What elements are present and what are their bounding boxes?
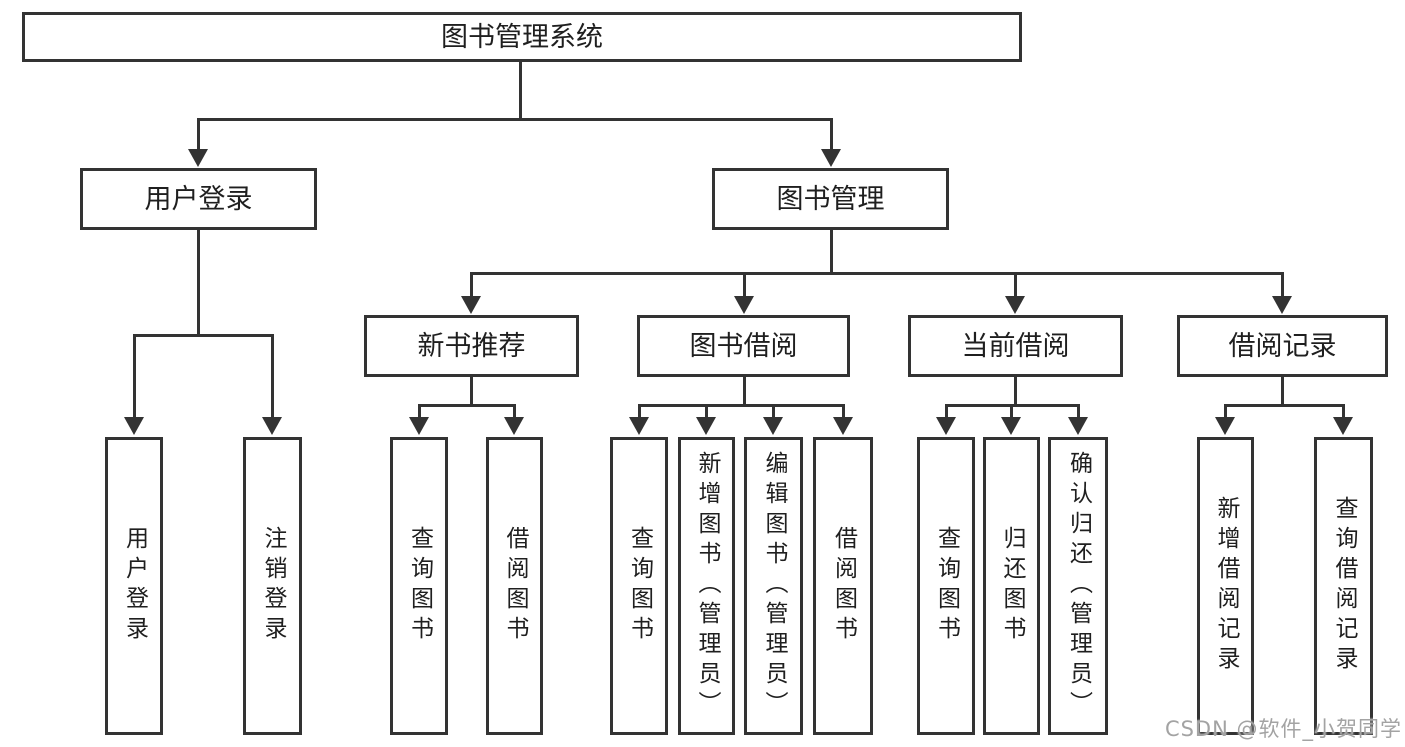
connector-recommend-hline xyxy=(419,404,516,407)
leaf-add-book-admin: 新增图书（管理员） xyxy=(678,437,735,735)
connector-bookmgmt-stem xyxy=(830,230,833,275)
connector-drop xyxy=(772,404,775,419)
leaf-query-book-current: 查询图书 xyxy=(917,437,975,735)
connector-drop xyxy=(271,334,274,418)
node-book-management-branch: 图书管理 xyxy=(712,168,949,230)
connector-drop xyxy=(513,404,516,419)
connector-drop xyxy=(830,118,833,149)
leaf-user-login: 用户登录 xyxy=(105,437,163,735)
leaf-query-borrow-record: 查询借阅记录 xyxy=(1314,437,1373,735)
connector-drop xyxy=(1281,272,1284,298)
node-label: 借阅记录 xyxy=(1228,330,1337,362)
leaf-query-book-recommend: 查询图书 xyxy=(390,437,448,735)
connector-bookborrow-hline xyxy=(639,404,845,407)
connector-drop xyxy=(470,272,473,298)
connector-drop xyxy=(945,404,948,419)
connector-currentborrow-hline xyxy=(946,404,1080,407)
leaf-logout: 注销登录 xyxy=(243,437,302,735)
arrow-down-icon xyxy=(821,149,841,167)
connector-drop xyxy=(1224,404,1227,419)
leaf-edit-book-admin: 编辑图书（管理员） xyxy=(744,437,803,735)
connector-drop xyxy=(1014,272,1017,298)
arrow-down-icon xyxy=(696,417,716,435)
connector-currentborrow-stem xyxy=(1014,377,1017,407)
arrow-down-icon xyxy=(262,417,282,435)
connector-borrowrecord-hline xyxy=(1225,404,1345,407)
node-new-book-recommend: 新书推荐 xyxy=(364,315,579,377)
arrow-down-icon xyxy=(1272,296,1292,314)
arrow-down-icon xyxy=(504,417,524,435)
connector-recommend-stem xyxy=(470,377,473,407)
arrow-down-icon xyxy=(629,417,649,435)
node-current-borrow: 当前借阅 xyxy=(908,315,1123,377)
arrow-down-icon xyxy=(188,149,208,167)
arrow-down-icon xyxy=(734,296,754,314)
arrow-down-icon xyxy=(1005,296,1025,314)
connector-drop xyxy=(705,404,708,419)
connector-drop xyxy=(197,118,200,149)
leaf-confirm-return-admin: 确认归还（管理员） xyxy=(1048,437,1108,735)
node-user-login-branch: 用户登录 xyxy=(80,168,317,230)
leaf-return-book: 归还图书 xyxy=(983,437,1040,735)
node-label: 图书管理系统 xyxy=(441,21,603,53)
connector-drop xyxy=(1010,404,1013,419)
node-label: 图书借阅 xyxy=(689,330,798,362)
node-label: 当前借阅 xyxy=(961,330,1070,362)
connector-drop xyxy=(743,272,746,298)
connector-borrowrecord-stem xyxy=(1281,377,1284,407)
csdn-watermark: CSDN @软件_小贺同学 xyxy=(1164,717,1402,741)
arrow-down-icon xyxy=(409,417,429,435)
connector-drop xyxy=(418,404,421,419)
connector-drop xyxy=(1342,404,1345,419)
leaf-query-book-borrow: 查询图书 xyxy=(610,437,668,735)
arrow-down-icon xyxy=(763,417,783,435)
connector-bookborrow-stem xyxy=(743,377,746,407)
connector-root-stem xyxy=(519,62,522,120)
arrow-down-icon xyxy=(936,417,956,435)
connector-drop xyxy=(133,334,136,418)
node-book-borrow: 图书借阅 xyxy=(637,315,850,377)
node-borrow-record: 借阅记录 xyxy=(1177,315,1388,377)
node-root-system: 图书管理系统 xyxy=(22,12,1022,62)
arrow-down-icon xyxy=(1068,417,1088,435)
node-label: 图书管理 xyxy=(776,183,885,215)
connector-root-hline xyxy=(197,118,833,121)
connector-userlogin-stem xyxy=(197,230,200,337)
leaf-borrow-book: 借阅图书 xyxy=(813,437,873,735)
connector-userlogin-hline xyxy=(133,334,274,337)
connector-drop xyxy=(638,404,641,419)
node-label: 用户登录 xyxy=(144,183,253,215)
arrow-down-icon xyxy=(461,296,481,314)
leaf-add-borrow-record: 新增借阅记录 xyxy=(1197,437,1254,735)
arrow-down-icon xyxy=(1333,417,1353,435)
arrow-down-icon xyxy=(833,417,853,435)
leaf-borrow-book-recommend: 借阅图书 xyxy=(486,437,543,735)
arrow-down-icon xyxy=(1215,417,1235,435)
connector-drop xyxy=(842,404,845,419)
arrow-down-icon xyxy=(1001,417,1021,435)
connector-drop xyxy=(1077,404,1080,419)
arrow-down-icon xyxy=(124,417,144,435)
node-label: 新书推荐 xyxy=(417,330,526,362)
connector-bookmgmt-hline xyxy=(471,272,1284,275)
